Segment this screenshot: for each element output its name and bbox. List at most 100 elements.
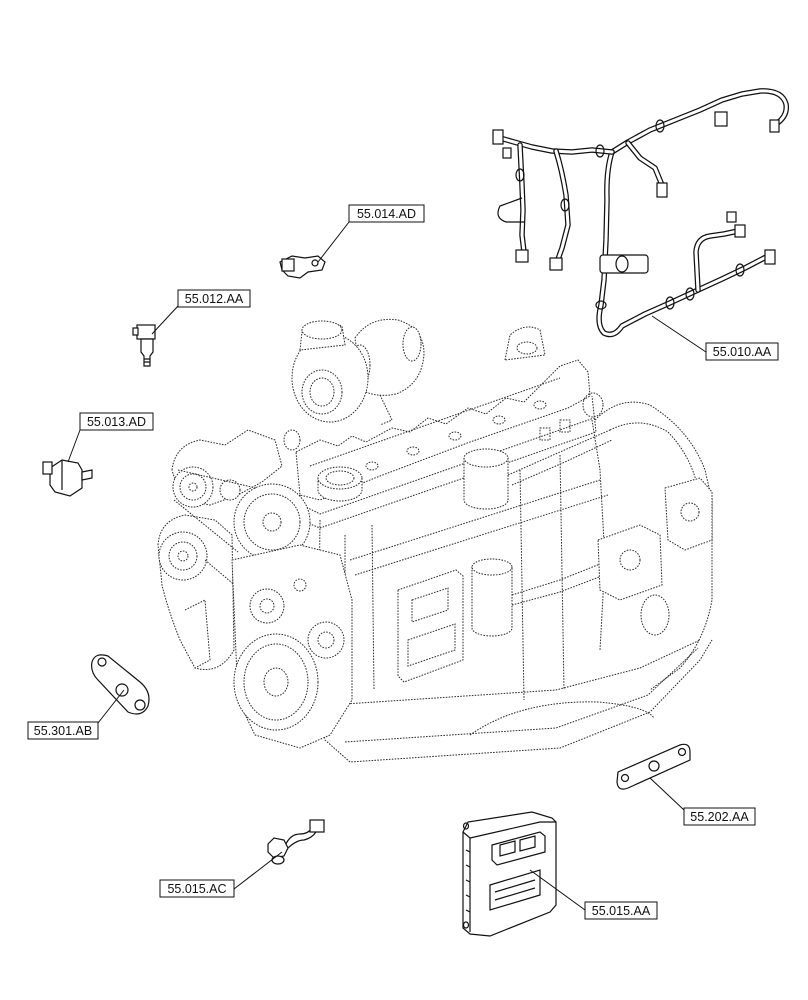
callout-label[interactable]: 55.012.AA bbox=[185, 292, 244, 306]
gasket-outline bbox=[616, 743, 691, 790]
harness-left-branch-core bbox=[498, 136, 614, 154]
callout-55-015-aa[interactable]: 55.015.AA bbox=[529, 869, 658, 920]
callout-box[interactable] bbox=[705, 342, 779, 361]
intake-line-2 bbox=[354, 494, 609, 576]
oil-filler-cap-inner bbox=[325, 470, 355, 486]
harness-trunk-outline bbox=[609, 88, 790, 155]
fan-pulley-hub bbox=[262, 512, 282, 532]
callout-55-015-ac[interactable]: 55.015.AC bbox=[159, 851, 283, 898]
engine-ecu-connector-upper bbox=[411, 587, 449, 623]
alternator-pulley bbox=[172, 466, 214, 508]
callout-55-014-ad[interactable]: 55.014.AD bbox=[317, 204, 425, 263]
drive-belt bbox=[173, 469, 257, 599]
leader-line bbox=[651, 315, 707, 353]
callout-label[interactable]: 55.010.AA bbox=[713, 345, 772, 359]
harness-drop-2-core bbox=[554, 149, 570, 264]
callout-box[interactable] bbox=[683, 807, 756, 826]
housing-flange-hole bbox=[680, 502, 700, 522]
sensor-wire bbox=[284, 827, 313, 847]
accessory-gear bbox=[307, 621, 345, 659]
callout-label[interactable]: 55.014.AD bbox=[357, 207, 416, 221]
bracket-sensor-hole bbox=[311, 259, 319, 267]
sensor-wire-connector bbox=[309, 819, 325, 833]
sensor-wire-2 bbox=[286, 831, 317, 850]
harness-connector bbox=[656, 182, 668, 198]
ecu-lower-connector-lines bbox=[494, 879, 536, 901]
callout-55-010-aa[interactable]: 55.010.AA bbox=[651, 315, 779, 361]
harness-loop bbox=[497, 197, 524, 223]
front-accessories bbox=[157, 429, 353, 749]
front-cover-cap bbox=[516, 341, 538, 355]
harness-clip bbox=[735, 263, 745, 277]
part-bracket-sensor-55-014-ad bbox=[279, 255, 326, 279]
fuel-line-2 bbox=[511, 439, 613, 486]
block-rear-edge bbox=[591, 419, 606, 651]
ecu-connector-slot-2 bbox=[519, 835, 536, 852]
idler-pulley-hub bbox=[259, 598, 275, 614]
callout-label[interactable]: 55.202.AA bbox=[690, 810, 749, 824]
gasket-hole bbox=[134, 699, 146, 711]
sensor-body bbox=[49, 459, 83, 497]
leader-line bbox=[233, 851, 283, 890]
callout-label[interactable]: 55.015.AA bbox=[592, 904, 651, 918]
callout-55-012-aa[interactable]: 55.012.AA bbox=[151, 289, 251, 335]
harness-connector bbox=[492, 129, 504, 145]
callout-label[interactable]: 55.015.AC bbox=[167, 882, 226, 896]
compressor-outlet-inner bbox=[309, 377, 335, 407]
harness-connector bbox=[734, 224, 746, 238]
callout-box[interactable] bbox=[159, 879, 235, 898]
head-gasket-line bbox=[303, 417, 595, 515]
rear-port bbox=[582, 392, 604, 418]
callout-55-301-ab[interactable]: 55.301.AB bbox=[27, 689, 125, 740]
callout-box[interactable] bbox=[584, 901, 658, 920]
callout-box[interactable] bbox=[27, 721, 99, 740]
harness-clip bbox=[595, 144, 605, 158]
callout-box[interactable] bbox=[79, 412, 154, 431]
callout-label[interactable]: 55.013.AD bbox=[87, 415, 146, 429]
fuel-canister-body bbox=[463, 457, 509, 510]
cover-boss-4 bbox=[492, 415, 506, 425]
engine-assembly bbox=[157, 318, 713, 763]
cylinder-head bbox=[295, 326, 604, 529]
sensor-hex-body bbox=[267, 837, 289, 859]
harness-center-drop-outline bbox=[596, 149, 771, 338]
fuel-canister-cap bbox=[463, 448, 509, 468]
harness-connector bbox=[726, 211, 737, 223]
part-gasket-55-301-ab bbox=[91, 654, 150, 715]
injection-pump bbox=[597, 524, 663, 601]
sensor-prong bbox=[81, 469, 93, 481]
leader-line bbox=[97, 689, 125, 724]
harness-clip bbox=[560, 198, 570, 212]
compressor-outlet bbox=[301, 369, 343, 415]
oil-filler-cap bbox=[317, 466, 363, 502]
lower-bracket bbox=[184, 599, 211, 669]
part-sensor-55-012-aa bbox=[132, 324, 156, 367]
harness-center-drop-core bbox=[597, 150, 770, 336]
injection-pump-gear bbox=[619, 549, 641, 571]
harness-clip bbox=[685, 287, 695, 301]
leader-line bbox=[529, 869, 586, 911]
harness-connector bbox=[769, 119, 780, 133]
ecu-upper-connector bbox=[491, 831, 546, 866]
callout-box[interactable] bbox=[348, 204, 425, 223]
callout-box[interactable] bbox=[177, 289, 251, 308]
turbocharger bbox=[291, 318, 425, 426]
fan-pulley-inner bbox=[243, 493, 301, 551]
callout-55-202-aa[interactable]: 55.202.AA bbox=[649, 777, 756, 826]
gasket-hole bbox=[620, 773, 630, 783]
tensioner-pulley bbox=[219, 479, 241, 501]
valve-cover-ridge bbox=[309, 377, 561, 467]
callout-55-013-ad[interactable]: 55.013.AD bbox=[67, 412, 154, 463]
flywheel-housing bbox=[594, 401, 713, 691]
oil-pan-rim bbox=[329, 639, 701, 706]
sensor-tip bbox=[271, 855, 285, 865]
leader-line bbox=[317, 221, 350, 263]
sensor-connector-head bbox=[136, 324, 156, 340]
harness-connector bbox=[549, 257, 563, 271]
harness-connector bbox=[714, 111, 728, 127]
harness-clip bbox=[665, 296, 675, 310]
callout-label[interactable]: 55.301.AB bbox=[34, 724, 92, 738]
starter-motor bbox=[640, 594, 670, 636]
part-ecu-55-015-aa bbox=[462, 811, 557, 937]
harness-clip bbox=[655, 119, 665, 133]
